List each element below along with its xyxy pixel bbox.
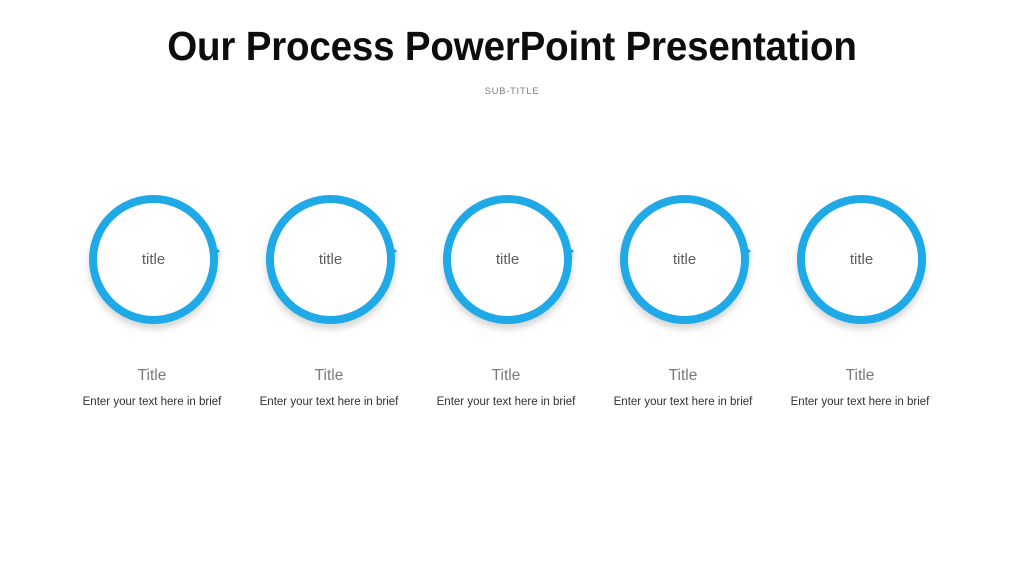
process-step-3[interactable]: title bbox=[440, 190, 582, 335]
process-step-circle[interactable]: title bbox=[443, 195, 572, 324]
caption-title: Title bbox=[845, 367, 875, 384]
caption-body: Enter your text here in brief bbox=[790, 396, 930, 408]
caption-title: Title bbox=[137, 367, 167, 384]
process-step-2[interactable]: title bbox=[263, 190, 405, 335]
process-step-circle-label: title bbox=[495, 250, 520, 268]
caption-title: Title bbox=[668, 367, 698, 384]
process-step-circle-label: title bbox=[318, 250, 343, 268]
process-step-circle-label: title bbox=[672, 250, 697, 268]
process-diagram: title title title title title bbox=[0, 190, 1024, 340]
caption-body: Enter your text here in brief bbox=[259, 396, 399, 408]
process-step-1[interactable]: title bbox=[86, 190, 228, 335]
caption-body: Enter your text here in brief bbox=[613, 396, 753, 408]
page-subtitle: SUB-TITLE bbox=[484, 86, 540, 97]
process-step-circle[interactable]: title bbox=[89, 195, 218, 324]
title-block: Our Process PowerPoint Presentation SUB-… bbox=[0, 22, 1024, 98]
process-step-5[interactable]: title bbox=[794, 190, 936, 335]
process-step-circle-label: title bbox=[849, 250, 874, 268]
process-step-circle[interactable]: title bbox=[266, 195, 395, 324]
process-step-4[interactable]: title bbox=[617, 190, 759, 335]
caption-body: Enter your text here in brief bbox=[436, 396, 576, 408]
caption-body: Enter your text here in brief bbox=[82, 396, 222, 408]
caption-title: Title bbox=[314, 367, 344, 384]
process-step-circle[interactable]: title bbox=[620, 195, 749, 324]
process-step-circle[interactable]: title bbox=[797, 195, 926, 324]
process-step-circle-label: title bbox=[141, 250, 166, 268]
page-title: Our Process PowerPoint Presentation bbox=[167, 23, 857, 69]
caption-title: Title bbox=[491, 367, 521, 384]
